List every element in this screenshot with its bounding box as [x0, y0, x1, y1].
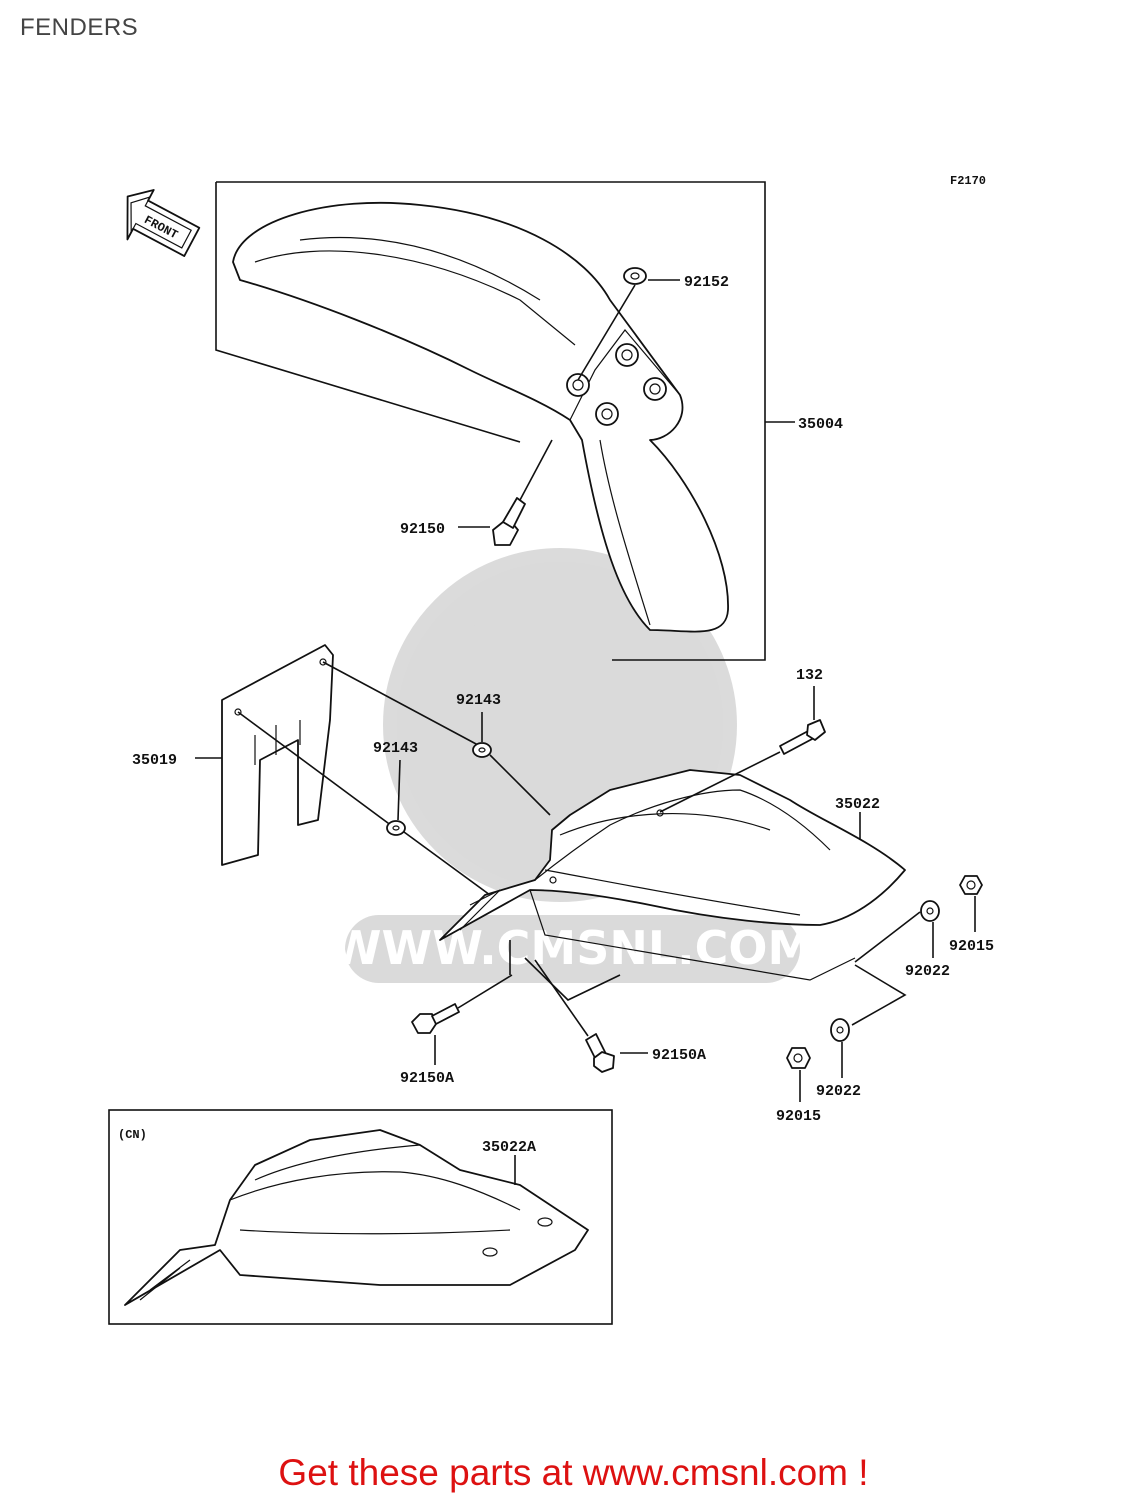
page-title: FENDERS	[20, 14, 139, 41]
front-arrow-icon: FRONT	[126, 189, 201, 257]
part-label-92150A-a[interactable]: 92150A	[400, 1070, 454, 1087]
part-label-132[interactable]: 132	[796, 667, 823, 684]
fender-hole-icon	[615, 343, 639, 367]
watermark-banner	[345, 915, 800, 983]
part-label-35022A[interactable]: 35022A	[482, 1139, 536, 1156]
front-fender-35004[interactable]	[232, 201, 729, 633]
washer-92152-icon	[623, 267, 647, 285]
fender-hole-icon	[566, 373, 590, 397]
bolt-132-icon	[779, 719, 826, 755]
mudguard-plate-35019[interactable]	[221, 644, 334, 866]
part-label-35004[interactable]: 35004	[798, 416, 843, 433]
rear-fender-35022[interactable]	[439, 769, 906, 941]
watermark-text: WWW.CMSNL.COM	[331, 921, 814, 975]
part-label-92015-a[interactable]: 92015	[949, 938, 994, 955]
part-label-92022-a[interactable]: 92022	[905, 963, 950, 980]
nut-92015-icon	[786, 1047, 811, 1069]
fender-hole-icon	[643, 377, 667, 401]
cn-inset-frame	[108, 1109, 613, 1325]
cn-inset: (CN) 35022A	[108, 1109, 613, 1325]
part-label-35019[interactable]: 35019	[132, 752, 177, 769]
part-label-92143-a[interactable]: 92143	[456, 692, 501, 709]
bolt-92150A-icon	[585, 1033, 615, 1073]
cn-inset-label: (CN)	[118, 1128, 147, 1142]
part-label-35022[interactable]: 35022	[835, 796, 880, 813]
footer-link[interactable]: Get these parts at www.cmsnl.com !	[278, 1452, 869, 1493]
part-label-92015-b[interactable]: 92015	[776, 1108, 821, 1125]
watermark-mascot-head	[455, 600, 665, 720]
bolt-92150-icon	[492, 497, 526, 546]
part-label-92150[interactable]: 92150	[400, 521, 445, 538]
mudguard-group: 35019	[132, 644, 479, 866]
fender-hole-icon	[595, 402, 619, 426]
rear-fender-35022A[interactable]	[124, 1129, 589, 1306]
part-label-92152[interactable]: 92152	[684, 274, 729, 291]
rear-fender-group: 35022 132 92022 92015 92022 92015	[400, 667, 994, 1125]
nut-92015-icon	[959, 875, 983, 895]
washer-92022-icon	[830, 1018, 850, 1042]
washer-92143-icon	[472, 742, 492, 758]
part-label-92022-b[interactable]: 92022	[816, 1083, 861, 1100]
figure-code: F2170	[950, 174, 986, 188]
washer-92143-icon	[386, 820, 406, 836]
part-label-92143-b[interactable]: 92143	[373, 740, 418, 757]
washer-92022-icon	[920, 900, 940, 922]
bolt-92150A-icon	[411, 1003, 460, 1034]
part-label-92150A-b[interactable]: 92150A	[652, 1047, 706, 1064]
front-fender-group: 92152 35004 92150	[215, 181, 843, 661]
